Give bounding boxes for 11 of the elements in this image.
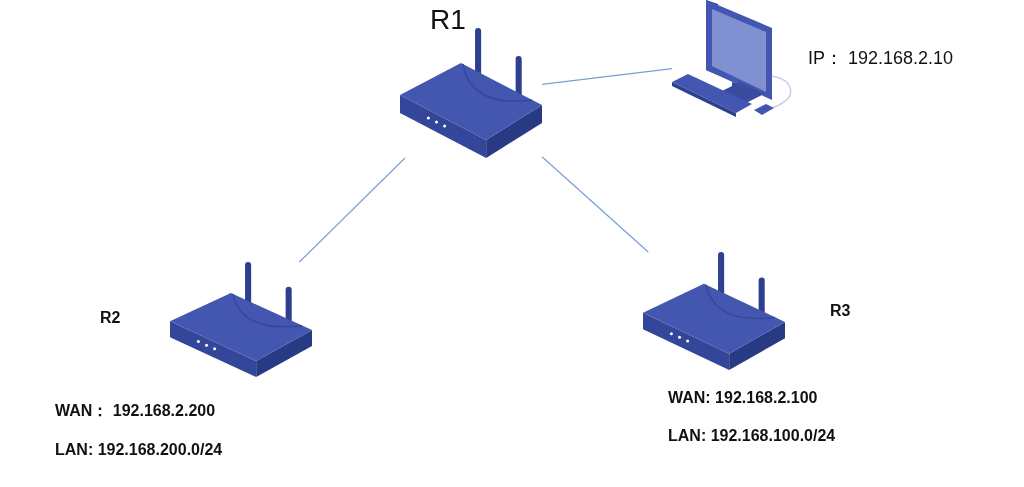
network-link xyxy=(298,157,406,263)
network-link xyxy=(541,156,649,253)
device-name: R1 xyxy=(430,4,466,36)
ip-address-label: WAN： 192.168.2.200 xyxy=(55,401,216,421)
ip-address-label: LAN: 192.168.100.0/24 xyxy=(668,427,836,445)
device-name: R3 xyxy=(830,302,851,320)
ip-address-label: IP： 192.168.2.10 xyxy=(808,47,954,70)
ip-address-label: WAN: 192.168.2.100 xyxy=(668,389,818,407)
network-link xyxy=(541,68,673,85)
ip-address-label: LAN: 192.168.200.0/24 xyxy=(55,441,223,459)
device-name: R2 xyxy=(100,309,121,327)
